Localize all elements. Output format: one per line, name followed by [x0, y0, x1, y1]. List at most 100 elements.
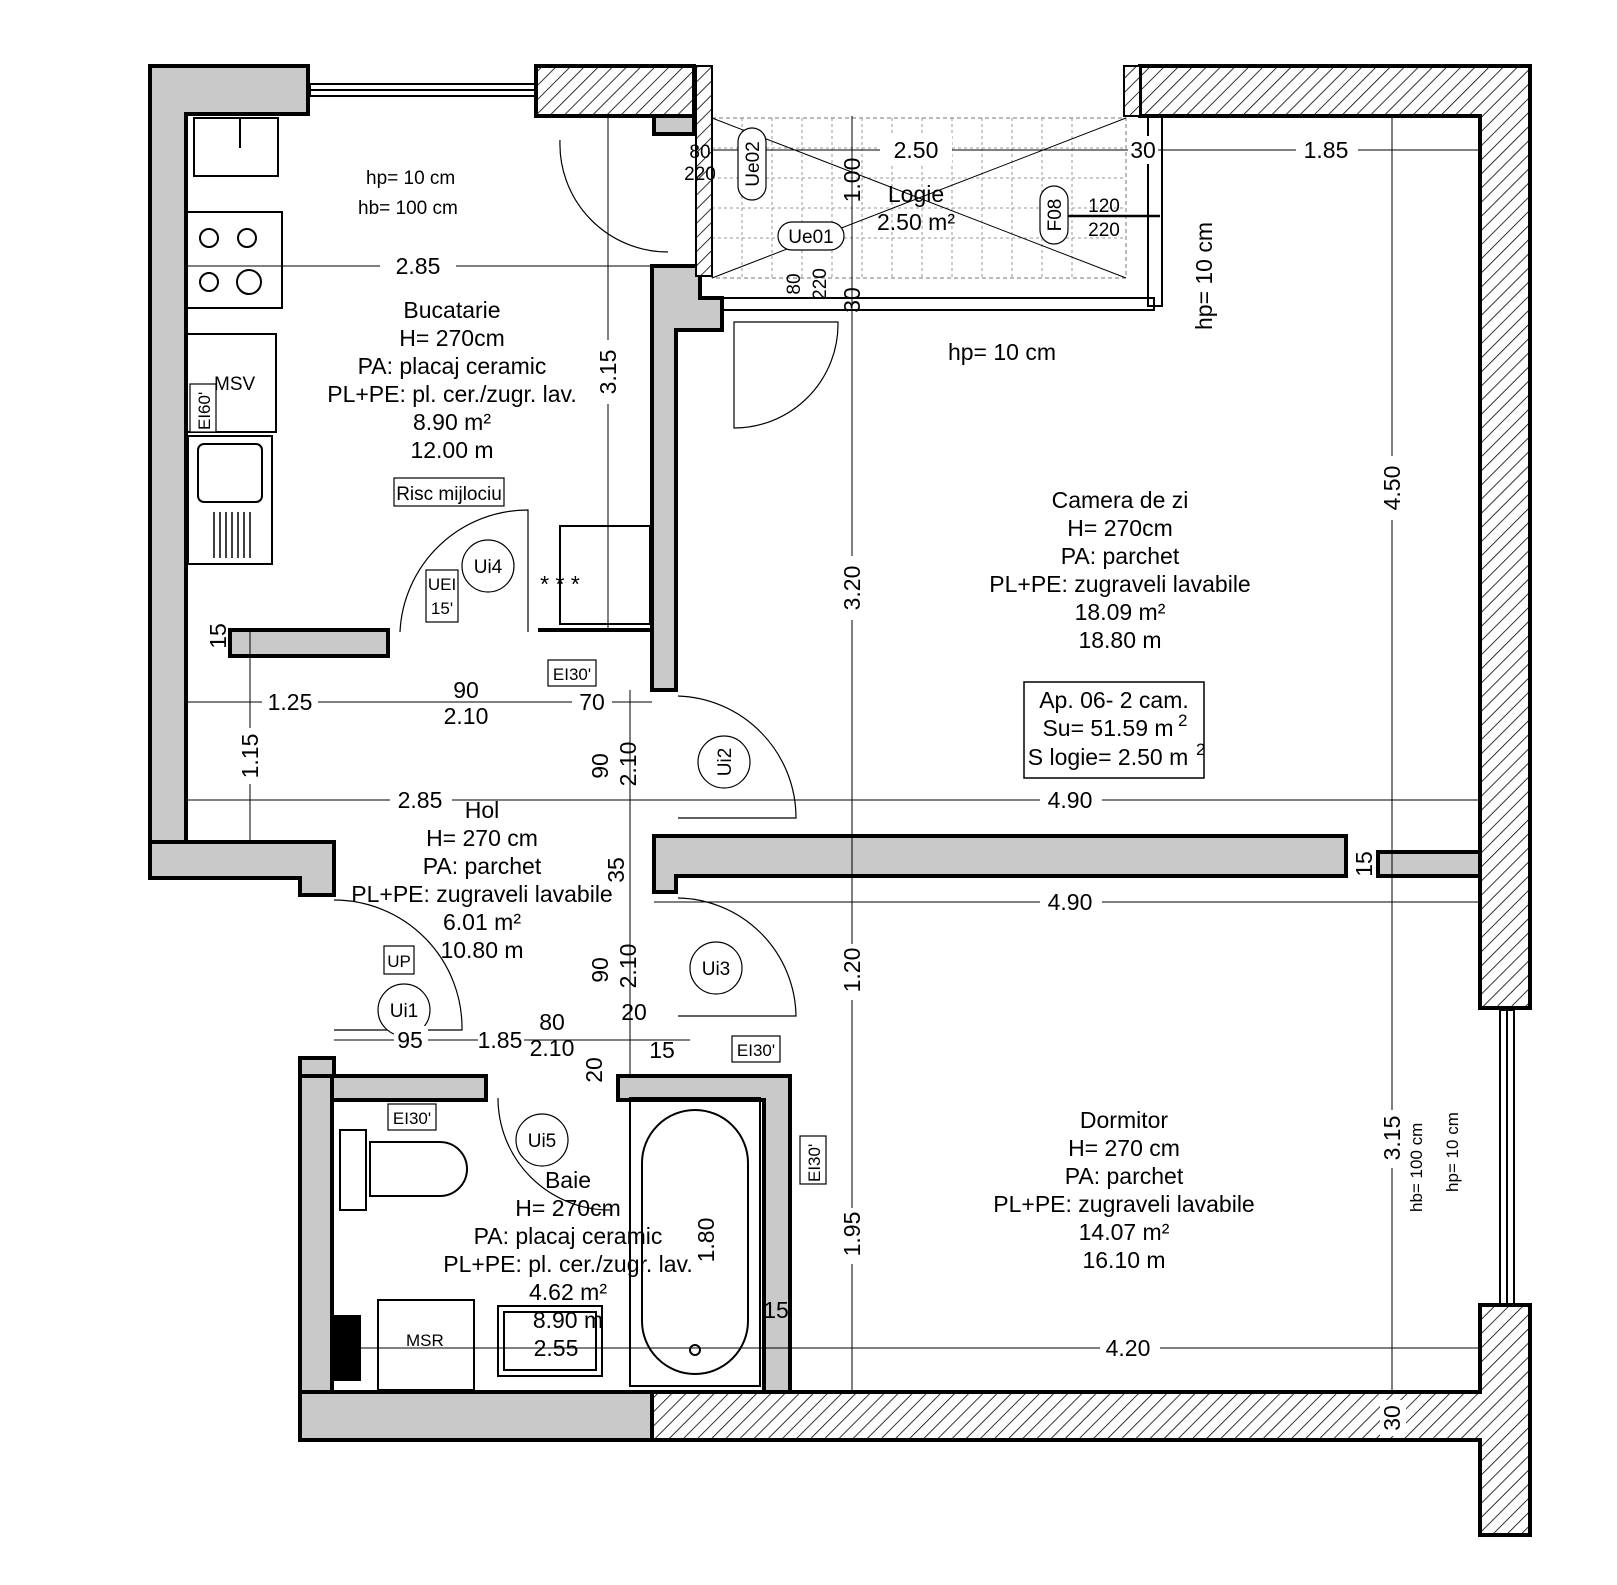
room-area: 6.01 m² — [443, 909, 521, 935]
tag-msr: MSR — [406, 1331, 444, 1350]
wall-mid-right — [1376, 850, 1482, 878]
tag-ei30-c: EI30' — [393, 1109, 431, 1128]
wall-left-lower — [148, 840, 336, 897]
wall-bath-top-right — [616, 1074, 792, 1394]
tag-ei30-b: EI30' — [737, 1041, 775, 1060]
room-floor: PA: placaj ceramic — [474, 1223, 663, 1249]
wall-bath-top-left — [330, 1074, 488, 1102]
wall-left-upper — [148, 64, 310, 844]
sink-top — [193, 117, 279, 177]
dimension-labels: 2.50 30 1.85 80 220 1.00 120 220 80 220 … — [205, 136, 1406, 1436]
room-height: H= 270 cm — [426, 825, 538, 851]
room-name: Camera de zi — [1052, 487, 1189, 513]
summary-line3: S logie= 2.50 m — [1028, 744, 1188, 770]
tag-ui3: Ui3 — [702, 959, 731, 980]
ei60-tag: EI60' — [195, 392, 214, 430]
tag-uei-val: 15' — [431, 599, 453, 618]
summary-line2: Su= 51.59 m — [1042, 715, 1173, 741]
room-walls: PL+PE: pl. cer./zugr. lav. — [327, 381, 577, 407]
fridge — [559, 525, 651, 625]
dim-label: 90 — [453, 677, 479, 703]
room-perimeter: 16.10 m — [1082, 1247, 1165, 1273]
room-name: Baie — [545, 1167, 591, 1193]
fridge-marks: * * * — [540, 571, 580, 597]
tag-ui1: Ui1 — [390, 1001, 419, 1022]
room-walls: PL+PE: zugraveli lavabile — [989, 571, 1250, 597]
dim-label: 2.10 — [530, 1035, 575, 1061]
room-dormitor: Dormitor H= 270 cm PA: parchet PL+PE: zu… — [993, 1107, 1254, 1273]
door-ui3 — [677, 897, 797, 1017]
msr-unit — [377, 1299, 475, 1391]
sink-bath — [497, 1305, 603, 1377]
msv-unit — [185, 333, 277, 433]
room-walls: PL+PE: zugraveli lavabile — [993, 1191, 1254, 1217]
dim-label: 3.15 — [1379, 1116, 1405, 1161]
risc-mijlociu: Risc mijlociu — [396, 484, 502, 505]
tag-uei: UEI — [428, 575, 456, 594]
summary-line2-sup: 2 — [1178, 711, 1187, 730]
tag-ei30-d: EI30' — [805, 1144, 824, 1182]
wall-top-stub — [652, 114, 696, 136]
room-bucatarie: Bucatarie H= 270cm PA: placaj ceramic PL… — [327, 297, 577, 463]
kitchen-hb: hb= 100 cm — [358, 198, 458, 219]
wall-bath-bottom — [298, 1390, 654, 1442]
msv-label: MSV — [214, 374, 256, 395]
hp-right: hp= 10 cm — [1443, 1112, 1462, 1192]
dim-label: 1.00 — [839, 158, 865, 203]
door-ui5 — [497, 1097, 611, 1211]
dim-label: 3.20 — [839, 566, 865, 611]
other-notes: hp= 10 cm hp= 10 cm hb= 100 cm hp= 10 cm — [948, 222, 1462, 1212]
room-height: H= 270 cm — [1068, 1135, 1180, 1161]
toilet-bowl — [369, 1141, 468, 1197]
room-height: H= 270cm — [1067, 515, 1172, 541]
hp-vertical: hp= 10 cm — [1191, 222, 1217, 330]
dim-label: 1.25 — [268, 689, 313, 715]
dim-label: 220 — [684, 164, 716, 185]
tag-f08: F08 — [1045, 199, 1066, 232]
room-camera-de-zi: Camera de zi H= 270cm PA: parchet PL+PE:… — [989, 487, 1250, 653]
room-baie: Baie H= 270cm PA: placaj ceramic PL+PE: … — [443, 1167, 693, 1333]
kitchen-hp: hp= 10 cm — [366, 168, 455, 189]
dim-label: 15 — [1351, 851, 1377, 877]
dim-label: 70 — [579, 689, 605, 715]
dim-label: 30 — [1379, 1405, 1405, 1431]
room-area: 8.90 m² — [413, 409, 491, 435]
windows — [309, 83, 1515, 1305]
interior-walls — [148, 64, 1482, 1442]
dim-label: 80 — [539, 1009, 565, 1035]
room-walls: PL+PE: pl. cer./zugr. lav. — [443, 1251, 693, 1277]
dim-label: 2.10 — [615, 742, 641, 787]
toilet-tank — [339, 1129, 367, 1211]
dim-label: 1.95 — [839, 1212, 865, 1257]
dim-label: 20 — [621, 999, 647, 1025]
dim-label: 80 — [784, 273, 805, 294]
wall-bath-outer — [298, 1056, 334, 1442]
dim-label: 35 — [603, 857, 629, 883]
dim-label: 4.20 — [1106, 1335, 1151, 1361]
dim-label: 4.90 — [1048, 787, 1093, 813]
tag-up: UP — [387, 952, 411, 971]
room-area: 18.09 m² — [1075, 599, 1166, 625]
dim-label: 3.15 — [595, 350, 621, 395]
dim-label: 15 — [205, 623, 231, 649]
dim-label: 80 — [689, 142, 710, 163]
dim-label: 2.85 — [398, 787, 443, 813]
dim-label: 20 — [581, 1057, 607, 1083]
room-area: 4.62 m² — [529, 1279, 607, 1305]
tag-ui4: Ui4 — [474, 557, 503, 578]
summary-line3-sup: 2 — [1196, 740, 1205, 759]
door-ui1 — [333, 899, 463, 1031]
room-area: 14.07 m² — [1079, 1219, 1170, 1245]
room-name: Logie — [888, 181, 944, 207]
tag-ui5: Ui5 — [528, 1131, 557, 1152]
wall-kitchen-bottom — [228, 628, 390, 658]
wall-bottom-right — [650, 1303, 1532, 1537]
dim-label: 1.20 — [839, 948, 865, 993]
hb-right: hb= 100 cm — [1407, 1123, 1426, 1212]
room-name: Bucatarie — [403, 297, 500, 323]
dim-label: 90 — [587, 957, 613, 983]
dim-label: 4.50 — [1379, 466, 1405, 511]
room-perimeter: 18.80 m — [1078, 627, 1161, 653]
door-kitchen-logie — [559, 139, 669, 253]
dimension-lines — [186, 116, 1480, 1392]
